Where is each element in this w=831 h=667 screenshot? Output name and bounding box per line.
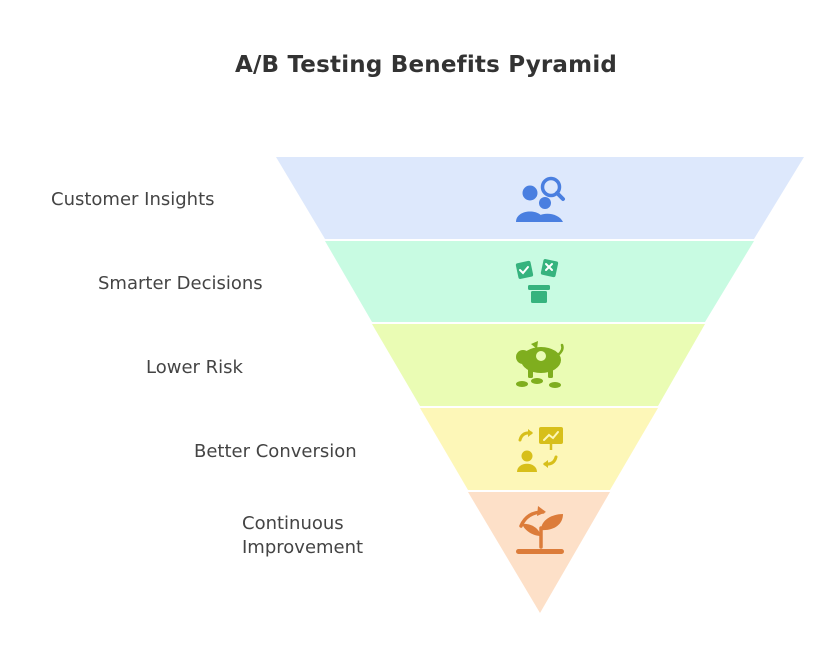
level-label-customer-insights: Customer Insights [51,189,215,210]
diagram-title: A/B Testing Benefits Pyramid [234,52,618,78]
customer-search-icon [516,176,565,222]
pyramid-level-better-conversion [420,408,658,490]
level-label-lower-risk: Lower Risk [146,357,243,378]
level-label-better-conversion: Better Conversion [194,441,357,462]
level-label-smarter-decisions: Smarter Decisions [98,273,263,294]
decision-box-icon [515,259,559,303]
pyramid-level-customer-insights [276,157,804,239]
conversion-cycle-icon [517,427,563,472]
pyramid-level-smarter-decisions [325,241,754,322]
piggy-bank-icon [516,341,564,388]
growth-plant-icon [516,506,564,554]
level-label-continuous-improvement: Continuous Improvement [242,512,382,560]
level-label-continuous-improvement-line2: Improvement [242,537,364,558]
level-label-continuous-improvement-line1: Continuous [242,513,344,534]
